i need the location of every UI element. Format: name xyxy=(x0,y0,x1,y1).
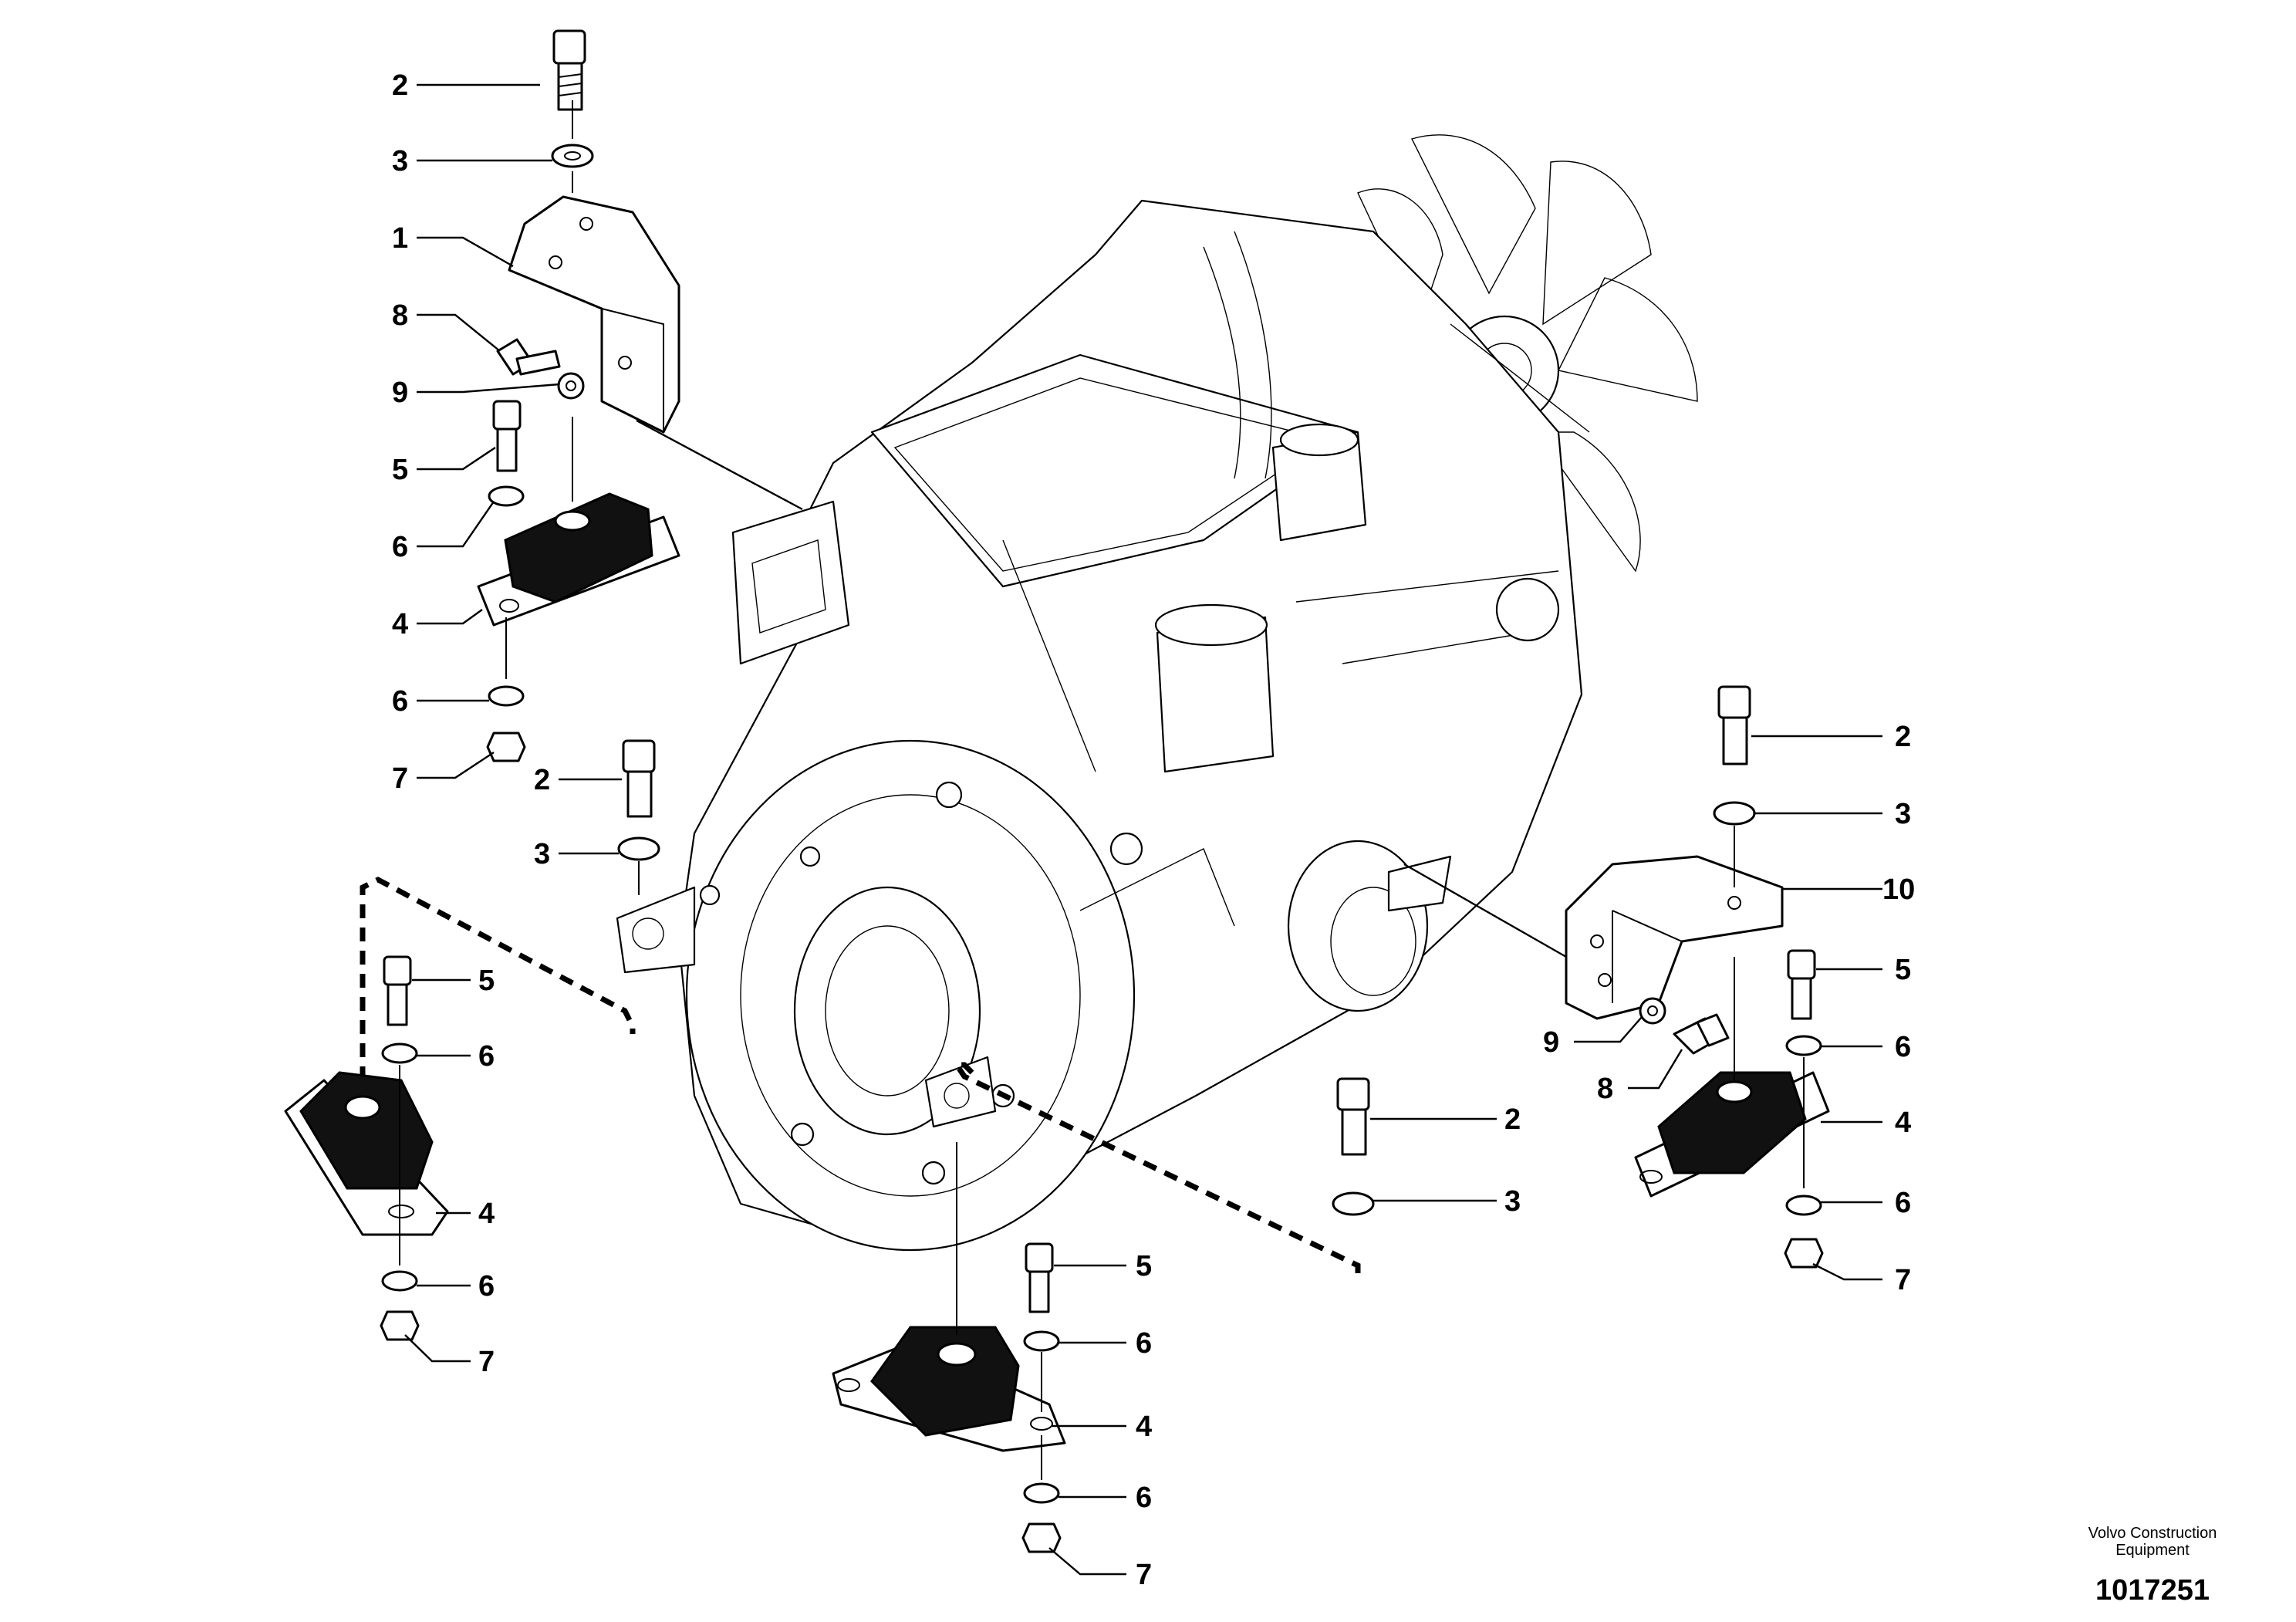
callout-label: 1 xyxy=(392,222,408,255)
nut-icon xyxy=(1021,1522,1062,1553)
bolt-icon xyxy=(552,29,586,111)
callout-label: 5 xyxy=(478,965,495,997)
washer-icon xyxy=(488,685,525,707)
drawing-number: 1017251 xyxy=(2095,1574,2210,1607)
washer-icon xyxy=(1639,997,1666,1025)
mount-group-right xyxy=(1634,949,1830,1269)
mount-group-center-left xyxy=(617,739,660,895)
callout-label: 5 xyxy=(1136,1250,1152,1282)
washer-icon xyxy=(1332,1191,1375,1216)
callout-label: 6 xyxy=(1895,1187,1911,1219)
washer-icon xyxy=(617,836,660,861)
washer-icon xyxy=(1713,801,1756,826)
washer-icon xyxy=(1785,1035,1822,1056)
callout-label: 2 xyxy=(534,764,550,796)
bolt-icon xyxy=(492,400,522,431)
callout-label: 10 xyxy=(1882,874,1915,906)
callout-label: 6 xyxy=(1136,1327,1152,1360)
callout-label: 6 xyxy=(1136,1482,1152,1514)
callout-label: 6 xyxy=(478,1040,495,1073)
callout-label: 3 xyxy=(1504,1185,1521,1218)
callout-label: 2 xyxy=(1504,1103,1521,1136)
nut-icon xyxy=(486,732,526,762)
rubber-mount-icon xyxy=(477,492,680,627)
callout-label: 9 xyxy=(1543,1026,1559,1059)
callout-label: 7 xyxy=(392,762,408,795)
callout-label: 7 xyxy=(1136,1559,1152,1591)
washer-icon xyxy=(557,372,585,400)
mount-group-top-left xyxy=(477,29,803,762)
bolt-icon xyxy=(1787,949,1816,980)
mount-group-center-right xyxy=(1332,1077,1375,1216)
bracket-icon xyxy=(508,195,680,434)
mounting-dash-lines xyxy=(360,877,1361,1281)
bolt-icon xyxy=(622,739,656,773)
washer-icon xyxy=(1785,1195,1822,1216)
brand-line-2: Equipment xyxy=(2115,1542,2190,1559)
callout-label: 3 xyxy=(1895,798,1911,830)
callout-label: 7 xyxy=(1895,1264,1911,1296)
callout-label: 5 xyxy=(1895,954,1911,986)
washer-icon xyxy=(1023,1482,1060,1504)
washer-icon xyxy=(381,1270,418,1292)
callout-label: 7 xyxy=(478,1346,495,1378)
callout-label: 4 xyxy=(1895,1107,1911,1139)
bolt-icon xyxy=(1717,685,1751,719)
callout-label: 6 xyxy=(1895,1031,1911,1063)
washer-icon xyxy=(1023,1330,1060,1352)
washer-icon xyxy=(488,485,525,507)
callout-label: 6 xyxy=(392,685,408,718)
callout-label: 6 xyxy=(478,1270,495,1303)
rubber-mount-icon xyxy=(1634,1071,1830,1198)
mount-group-left-bottom xyxy=(284,955,449,1341)
callout-label: 4 xyxy=(392,608,408,640)
callout-label: 8 xyxy=(1597,1073,1613,1105)
callout-label: 3 xyxy=(392,145,408,177)
rubber-mount-icon xyxy=(832,1326,1066,1452)
engine-illustration xyxy=(616,134,1698,1252)
callout-label: 8 xyxy=(392,299,408,332)
rubber-mount-icon xyxy=(284,1071,449,1236)
bolt-icon xyxy=(383,955,412,986)
callout-label: 6 xyxy=(392,531,408,563)
washer-icon xyxy=(381,1042,418,1064)
callout-label: 9 xyxy=(392,377,408,409)
mount-group-right-upper xyxy=(1403,685,1784,1020)
callout-label: 5 xyxy=(392,454,408,486)
callout-labels: 2 3 1 8 9 5 6 4 6 7 2 3 5 6 4 6 7 xyxy=(392,69,1915,1591)
bolt-icon xyxy=(1025,1242,1054,1273)
callout-label: 2 xyxy=(392,69,408,102)
callout-label: 2 xyxy=(1895,721,1911,753)
nut-icon xyxy=(380,1310,420,1341)
nut-icon xyxy=(1784,1238,1824,1269)
callout-label: 4 xyxy=(478,1198,495,1230)
callout-label: 4 xyxy=(1136,1411,1152,1443)
mount-group-bottom xyxy=(832,1142,1066,1553)
callout-label: 3 xyxy=(534,838,550,870)
brand-line-1: Volvo Construction xyxy=(2088,1525,2217,1542)
washer-icon xyxy=(551,144,594,168)
bolt-icon xyxy=(1336,1077,1370,1111)
brand-label: Volvo Construction Equipment xyxy=(2037,1525,2268,1559)
